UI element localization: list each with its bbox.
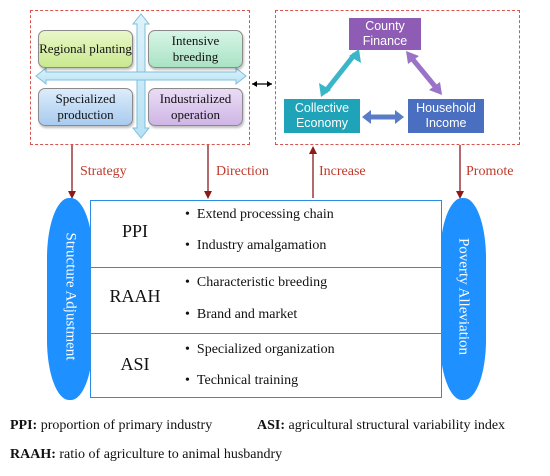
legend-asi-abbr: ASI: <box>257 418 286 433</box>
indicator-table: PPI • Extend processing chain • Industry… <box>90 200 442 398</box>
row-item: • Extend processing chain <box>185 207 334 222</box>
table-row-raah: RAAH • Characteristic breeding • Brand a… <box>91 268 441 334</box>
specialized-production-card: Specialized production <box>38 88 133 126</box>
specialized-production-label: Specialized production <box>55 91 116 122</box>
purple-cycle-arrow <box>406 51 442 95</box>
intensive-breeding-label: Intensive breeding <box>171 33 220 64</box>
horizontal-double-arrow <box>35 66 247 86</box>
promote-label: Promote <box>466 164 514 179</box>
legend-ppi-abbr: PPI: <box>10 418 38 433</box>
row-divider <box>91 333 441 334</box>
legend-raah-text: ratio of agriculture to animal husbandry <box>59 447 283 462</box>
intensive-breeding-card: Intensive breeding <box>148 30 243 68</box>
table-row-ppi: PPI • Extend processing chain • Industry… <box>91 201 441 267</box>
direction-label: Direction <box>216 164 269 179</box>
industrialized-operation-label: Industrialized operation <box>159 91 232 122</box>
blue-cycle-arrow <box>362 110 404 124</box>
collective-economy-box: Collective Economy <box>284 99 360 133</box>
row-item: • Specialized organization <box>185 342 335 357</box>
regional-planting-card: Regional planting <box>38 30 133 68</box>
poverty-alleviation-label: Poverty Alleviation <box>455 237 472 356</box>
strategy-box <box>30 10 250 145</box>
row-label-asi: ASI <box>120 354 150 374</box>
county-finance-label: County Finance <box>362 19 408 48</box>
row-item: • Characteristic breeding <box>185 275 328 290</box>
legend-raah-abbr: RAAH: <box>10 447 56 462</box>
table-row-asi: ASI • Specialized organization • Technic… <box>91 334 441 398</box>
row-label-raah: RAAH <box>109 286 161 306</box>
structure-adjustment-label: Structure Adjustment <box>62 232 79 361</box>
legend-asi: ASI: agricultural structural variability… <box>257 418 505 434</box>
structure-adjustment-pill <box>47 198 93 400</box>
legend-asi-text: agricultural structural variability inde… <box>288 418 506 433</box>
strategy-label: Strategy <box>80 164 127 179</box>
row-item: • Industry amalgamation <box>185 238 327 253</box>
collective-economy-label: Collective Economy <box>294 101 350 130</box>
county-finance-box: County Finance <box>349 18 421 50</box>
legend-raah: RAAH: ratio of agriculture to animal hus… <box>10 447 282 463</box>
income-cycle-box <box>275 10 520 145</box>
legend-ppi: PPI: proportion of primary industry <box>10 418 212 434</box>
industrialized-operation-card: Industrialized operation <box>148 88 243 126</box>
household-income-box: Household Income <box>408 99 484 133</box>
row-item: • Technical training <box>185 373 299 388</box>
poverty-alleviation-pill <box>440 198 486 400</box>
teal-cycle-arrow <box>319 49 361 97</box>
legend-ppi-text: proportion of primary industry <box>40 418 213 433</box>
regional-planting-label: Regional planting <box>39 41 132 56</box>
increase-label: Increase <box>319 164 366 179</box>
row-item: • Brand and market <box>185 307 298 322</box>
household-income-label: Household Income <box>416 101 476 130</box>
row-label-ppi: PPI <box>121 221 148 241</box>
row-divider <box>91 267 441 268</box>
